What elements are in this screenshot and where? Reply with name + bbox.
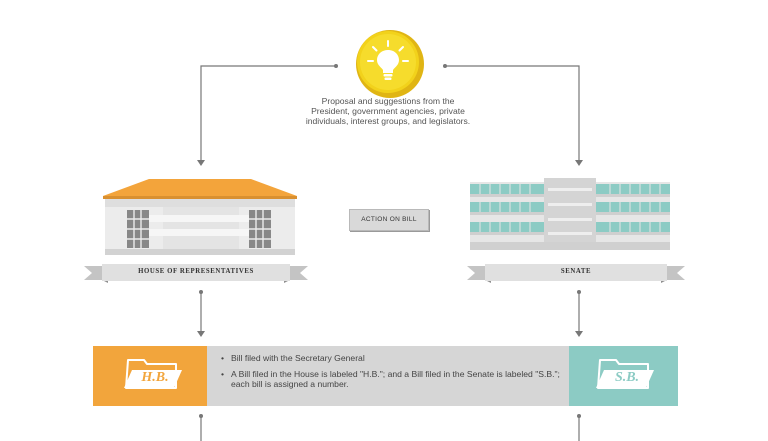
filing-bullet: A Bill filed in the House is labeled "H.…	[221, 369, 561, 389]
proposal-line-2: President, government agencies, private	[311, 106, 465, 116]
action-on-bill-box: ACTION ON BILL	[349, 209, 429, 231]
senate-bill-folder-icon	[596, 359, 654, 389]
house-ribbon	[84, 264, 308, 283]
senate-label: SENATE	[560, 268, 592, 275]
senate-building-illustration	[470, 178, 670, 250]
house-label: HOUSE OF REPRESENTATIVES	[138, 268, 254, 275]
proposal-line-1: Proposal and suggestions from the	[321, 96, 455, 106]
filing-bullet-list: Bill filed with the Secretary General A …	[221, 353, 561, 395]
house-bill-badge: H.B.	[141, 370, 169, 385]
senate-ribbon	[467, 264, 685, 283]
proposal-line-3: individuals, interest groups, and legisl…	[305, 116, 471, 126]
house-bill-folder-icon	[124, 359, 182, 389]
proposal-description: Proposal and suggestions from the Presid…	[288, 96, 488, 126]
house-building-illustration	[103, 179, 297, 255]
filing-bullet: Bill filed with the Secretary General	[221, 353, 561, 363]
lightbulb-icon	[356, 30, 424, 98]
senate-bill-badge: S.B.	[614, 370, 640, 385]
